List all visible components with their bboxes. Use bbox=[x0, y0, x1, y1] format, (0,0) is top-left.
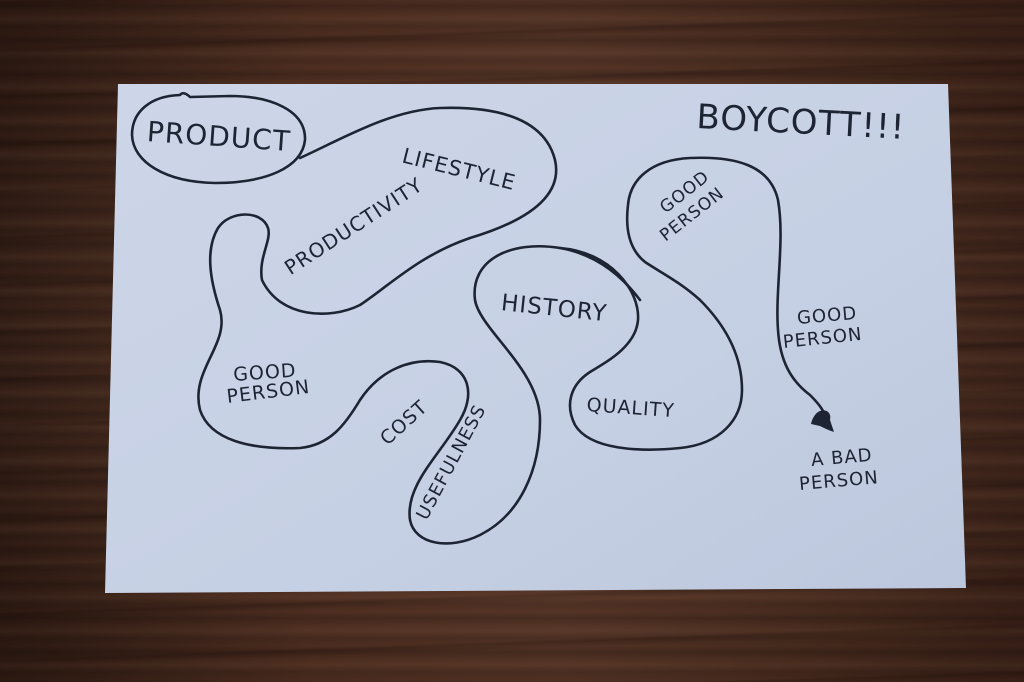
bubble-history-quality-outline bbox=[558, 156, 828, 451]
card-paper bbox=[105, 84, 966, 593]
bubble-lifestyle-outline bbox=[197, 106, 642, 545]
bubble-product-outline bbox=[130, 91, 307, 185]
arrowhead-icon bbox=[811, 410, 834, 432]
